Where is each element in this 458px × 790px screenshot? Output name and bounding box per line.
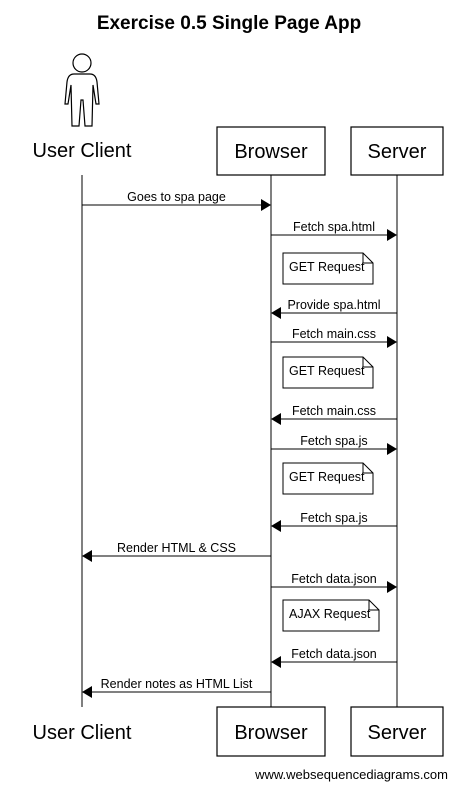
message-label: Fetch main.css bbox=[292, 327, 376, 341]
message-label: Fetch main.css bbox=[292, 404, 376, 418]
participant-user-bottom: User Client bbox=[33, 722, 132, 744]
message-label: Fetch data.json bbox=[291, 647, 377, 661]
message-arrow bbox=[271, 520, 397, 532]
message-label: Fetch spa.js bbox=[300, 511, 367, 525]
message-label: Fetch spa.html bbox=[293, 220, 375, 234]
note-box bbox=[282, 599, 380, 632]
message-arrow bbox=[82, 199, 271, 211]
participant-browser-bottom: Browser bbox=[234, 722, 308, 744]
message-arrow bbox=[271, 413, 397, 425]
participant-server-bottom-box bbox=[350, 706, 444, 757]
message-arrow bbox=[271, 443, 397, 455]
participant-browser-top: Browser bbox=[234, 141, 308, 163]
note-box bbox=[282, 252, 374, 285]
message-label: Fetch spa.js bbox=[300, 434, 367, 448]
message-arrow bbox=[271, 307, 397, 319]
participant-server-top: Server bbox=[368, 141, 427, 163]
participant-browser-top-box bbox=[216, 126, 326, 176]
message-arrow bbox=[82, 550, 271, 562]
note-label: GET Request bbox=[289, 364, 365, 378]
note-label: GET Request bbox=[289, 260, 365, 274]
footer-credit: www.websequencediagrams.com bbox=[254, 767, 448, 782]
participant-server-top-box bbox=[350, 126, 444, 176]
user-actor-icon bbox=[64, 53, 100, 127]
message-arrow bbox=[271, 229, 397, 241]
note-box bbox=[282, 462, 374, 495]
diagram-title: Exercise 0.5 Single Page App bbox=[97, 13, 361, 34]
note-label: GET Request bbox=[289, 470, 365, 484]
message-label: Render notes as HTML List bbox=[101, 677, 253, 691]
note-label: AJAX Request bbox=[289, 607, 371, 621]
participant-browser-bottom-box bbox=[216, 706, 326, 757]
message-label: Goes to spa page bbox=[127, 190, 226, 204]
note-box bbox=[282, 356, 374, 389]
message-label: Provide spa.html bbox=[287, 298, 380, 312]
message-arrow bbox=[271, 336, 397, 348]
message-label: Render HTML & CSS bbox=[117, 541, 236, 555]
message-arrow bbox=[271, 656, 397, 668]
message-arrow bbox=[271, 581, 397, 593]
participant-server-bottom: Server bbox=[368, 722, 427, 744]
participant-user-top: User Client bbox=[33, 140, 132, 162]
message-arrow bbox=[82, 686, 271, 698]
message-label: Fetch data.json bbox=[291, 572, 377, 586]
